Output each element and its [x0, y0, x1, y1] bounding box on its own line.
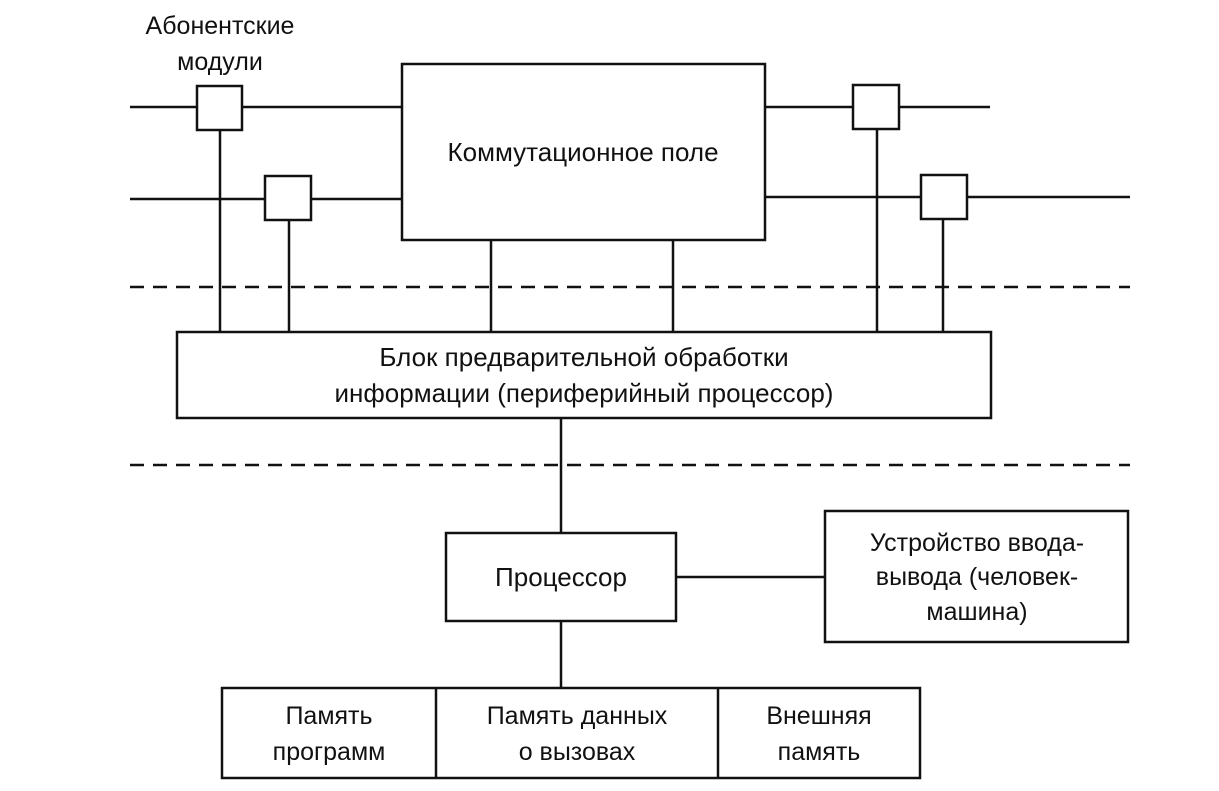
- memory-row-box: [220, 686, 922, 780]
- external-memory-label-line-2: память: [778, 738, 861, 766]
- call-data-memory-label-line-2: о вызовах: [519, 738, 636, 766]
- subscriber-module-2: [263, 174, 313, 222]
- preprocessing-block-label-line-1: Блок предварительной обработки: [379, 342, 788, 372]
- switching-field-label: Коммутационное поле: [447, 137, 718, 167]
- io-device-box: [823, 509, 1130, 644]
- switching-field-box: [400, 62, 767, 242]
- preprocessing-block-box: [175, 330, 993, 420]
- io-device-label-line-1: Устройство ввода-: [870, 529, 1084, 557]
- external-memory-label-line-1: Внешняя: [766, 702, 871, 730]
- processor-label: Процессор: [495, 562, 627, 592]
- call-data-memory-label-line-1: Память данных: [487, 702, 668, 730]
- program-memory-label-line-1: Память: [285, 702, 372, 730]
- subscriber-modules-label-line-2: модули: [177, 48, 263, 76]
- subscriber-module-1: [195, 84, 244, 132]
- preprocessing-block-label-line-2: информации (периферийный процессор): [335, 378, 834, 408]
- program-memory-label-line-2: программ: [273, 738, 386, 766]
- subscriber-module-3: [851, 83, 901, 131]
- io-device-label-line-3: машина): [926, 598, 1027, 626]
- io-device-label-line-2: вывода (человек-: [876, 563, 1078, 591]
- subscriber-module-4: [919, 173, 969, 221]
- subscriber-modules-label-line-1: Абонентские: [146, 12, 295, 40]
